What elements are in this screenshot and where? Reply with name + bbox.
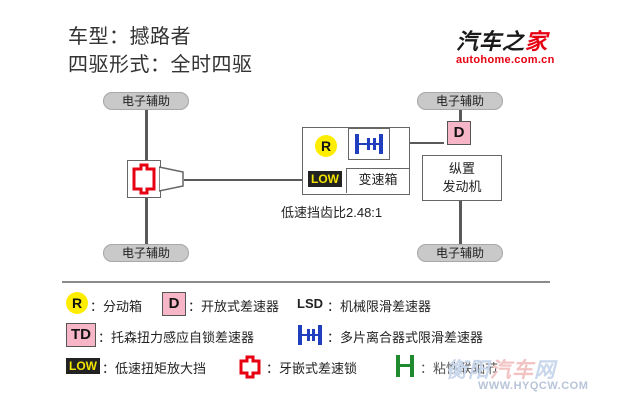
legend-d-text: ：开放式差速器 — [188, 299, 280, 314]
clutch-to-d-line — [388, 142, 444, 144]
engine-label-line2: 发动机 — [442, 179, 482, 194]
autohome-logo: 汽车之家 autohome.com.cn — [456, 29, 555, 66]
electronic-aid-front-left: 电子辅助 — [103, 92, 189, 110]
open-differential-badge: D — [447, 121, 471, 145]
legend-viscous-text: ：粘性联轴节 — [420, 361, 499, 376]
locking-diff-icon — [132, 163, 156, 195]
electronic-aid-rear-right: 电子辅助 — [417, 244, 503, 262]
electronic-aid-front-right: 电子辅助 — [417, 92, 503, 110]
engine-label-line1: 纵置 — [448, 161, 475, 176]
longitudinal-engine-box: 纵置 发动机 — [422, 155, 502, 201]
legend-td-text: ：托森扭力感应自锁差速器 — [98, 330, 255, 345]
site-watermark: 衡阳汽车网 — [446, 359, 556, 382]
differential-housing-cone — [159, 166, 184, 192]
vehicle-model-title: 车型：撼路者 — [68, 26, 191, 48]
legend-viscous-coupling-icon — [396, 355, 414, 377]
propshaft-line — [184, 179, 302, 181]
drive-type-title: 四驱形式：全时四驱 — [68, 54, 253, 76]
multi-clutch-box — [348, 128, 390, 160]
site-watermark-url: WWW.HYQCW.COM — [478, 380, 589, 392]
legend-dog-lock-text: ：牙嵌式差速锁 — [266, 361, 358, 376]
legend-lsd-badge: LSD — [297, 296, 323, 311]
legend-multi-clutch-icon — [298, 325, 322, 345]
electronic-aid-rear-left: 电子辅助 — [103, 244, 189, 262]
legend-r-badge: R — [66, 292, 88, 314]
legend-r-text: ：分动箱 — [90, 299, 143, 314]
left-differential-box — [127, 160, 161, 198]
legend-dog-lock-icon — [239, 355, 261, 379]
low-gear-ratio-label: 低速挡齿比2.48:1 — [281, 205, 383, 220]
legend-low-text: ：低速扭矩放大挡 — [102, 361, 207, 376]
legend-multi-clutch-text: ：多片离合器式限滑差速器 — [327, 330, 484, 345]
legend-divider — [62, 281, 550, 283]
multi-plate-clutch-icon — [355, 134, 383, 154]
legend-d-badge: D — [162, 292, 186, 316]
rear-right-axle-line — [459, 200, 462, 244]
low-range-badge: LOW — [308, 171, 342, 187]
legend-lsd-text: ：机械限滑差速器 — [327, 299, 432, 314]
front-right-axle-line-top — [459, 108, 462, 122]
legend-low-badge: LOW — [66, 358, 100, 374]
legend-td-badge: TD — [66, 323, 96, 347]
transfer-case-badge: R — [315, 135, 337, 157]
gearbox-label: 变速箱 — [346, 168, 409, 193]
